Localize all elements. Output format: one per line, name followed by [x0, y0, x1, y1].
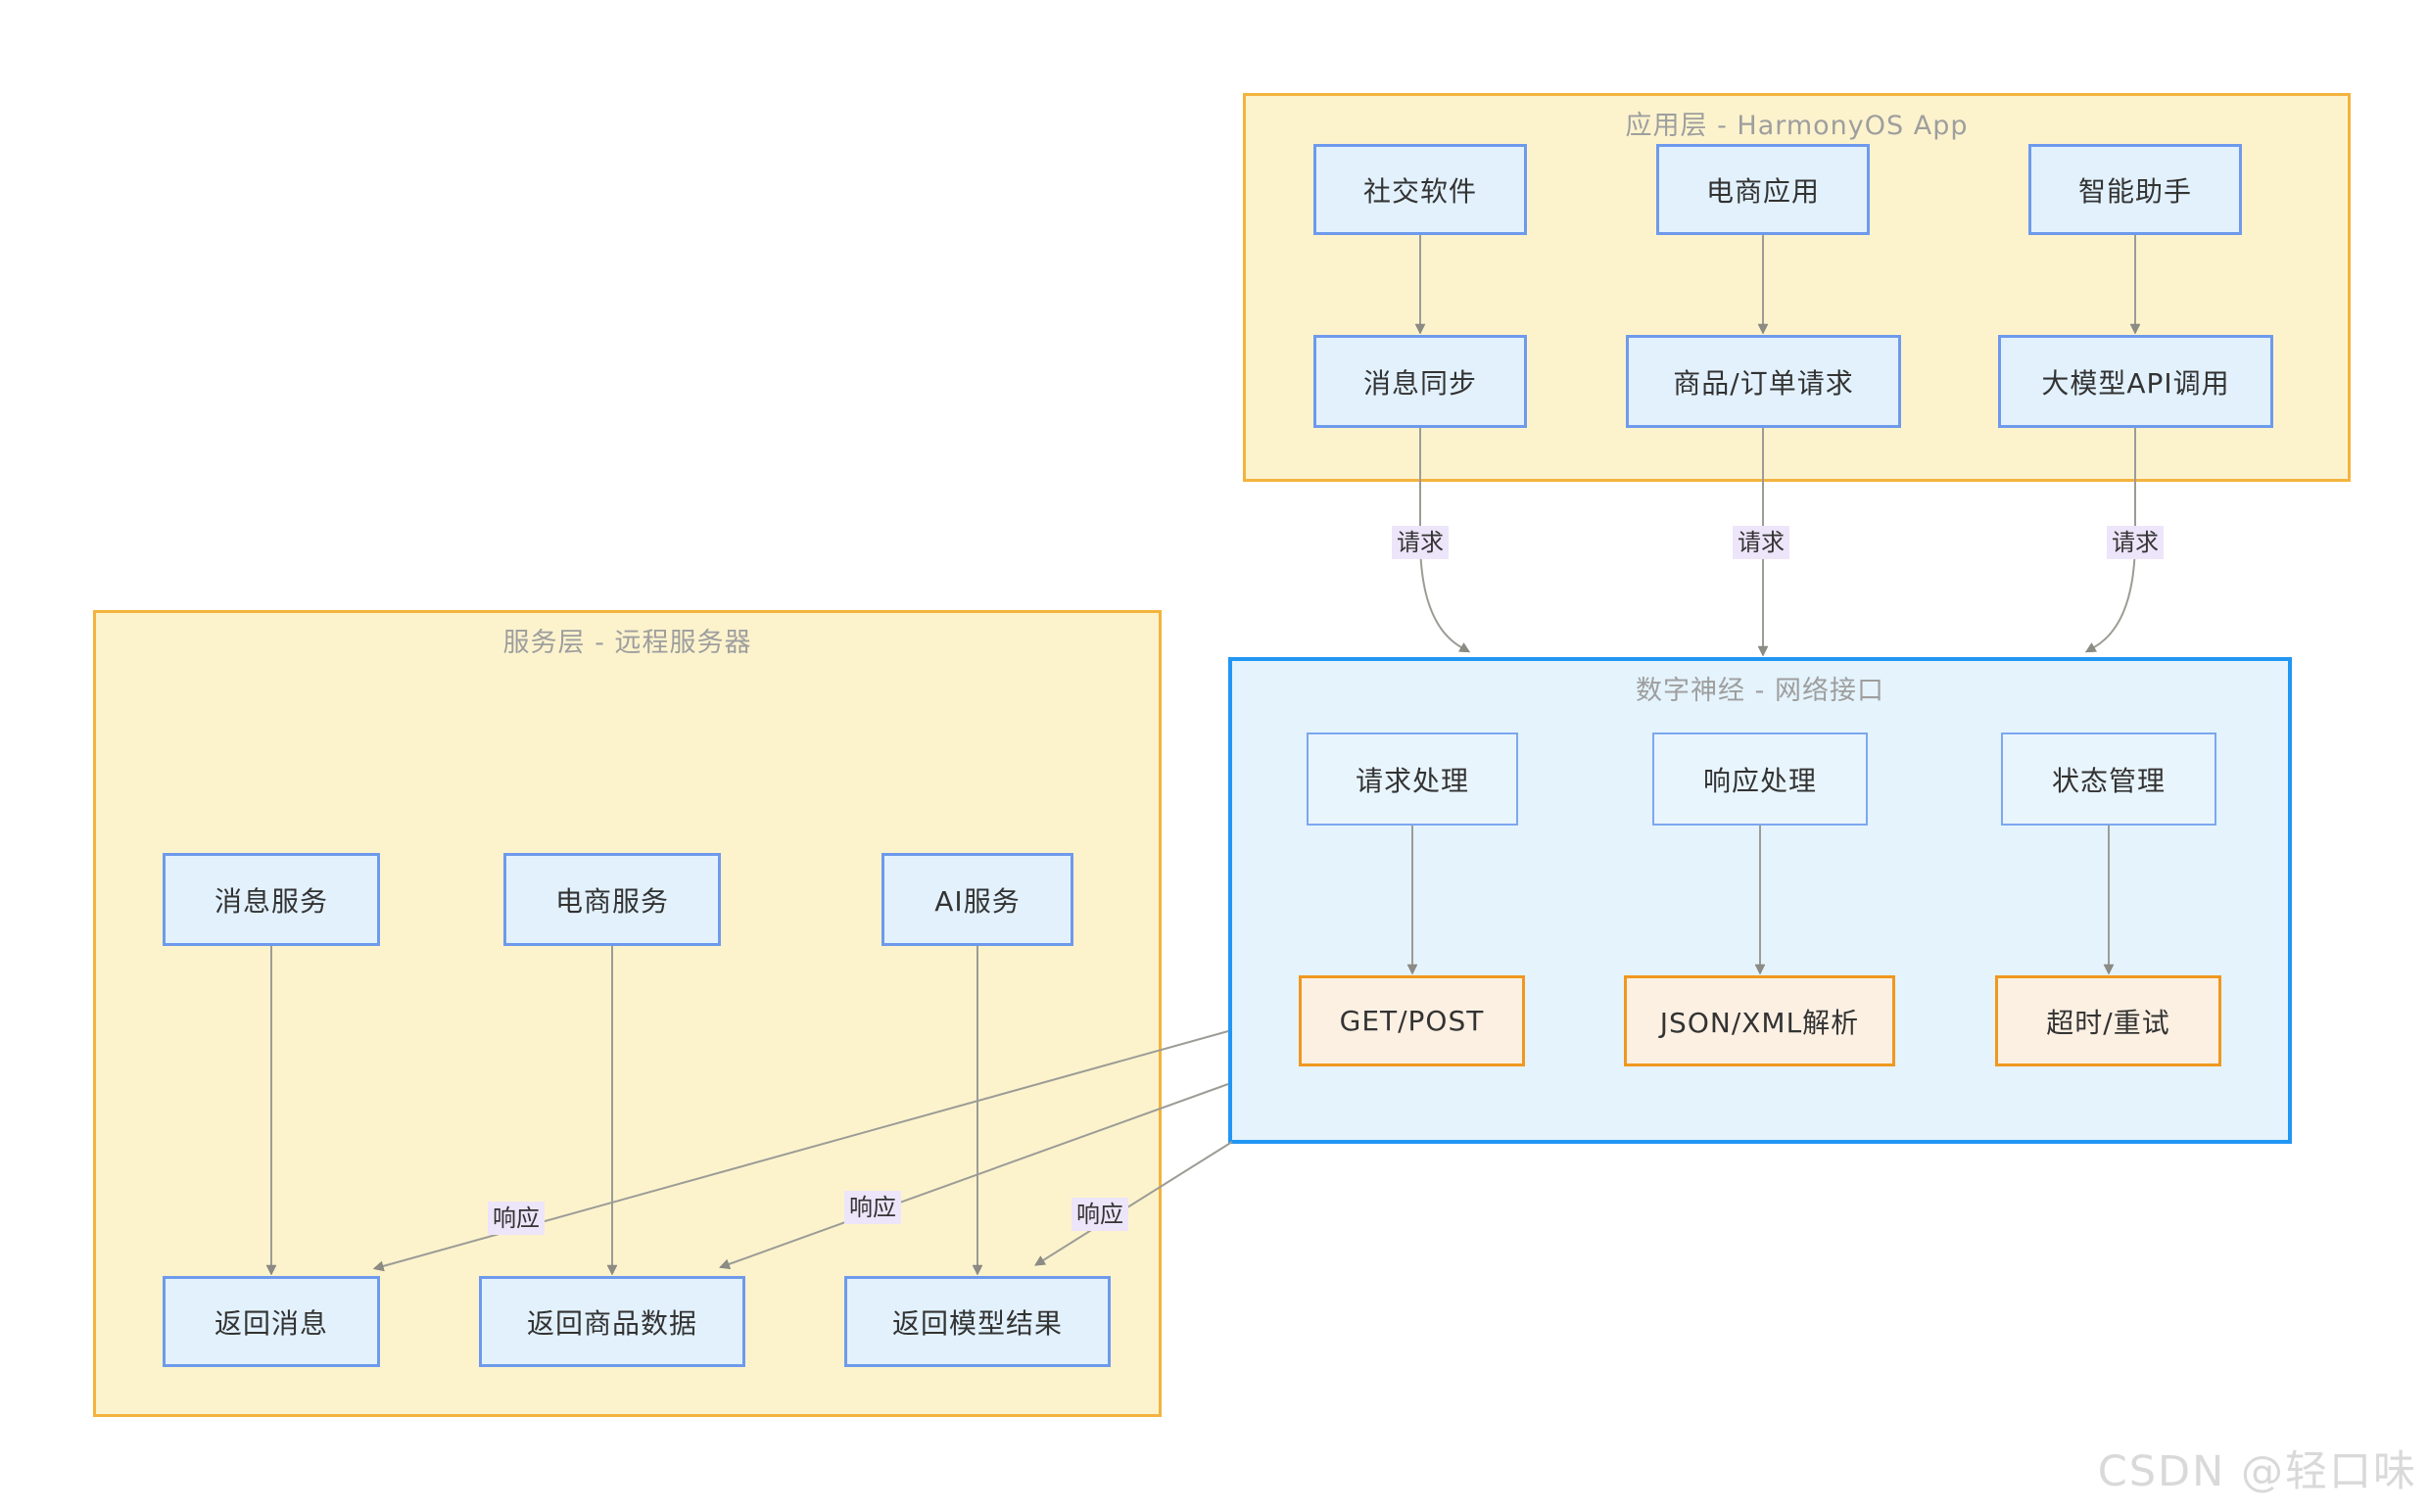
node-message-service: 消息服务: [163, 853, 380, 946]
node-ecommerce-app: 电商应用: [1656, 144, 1870, 235]
cluster-network-layer-title: 数字神经 - 网络接口: [1636, 676, 1884, 706]
node-llm-api-call: 大模型API调用: [1998, 335, 2273, 428]
edge-label-request-3: 请求: [2107, 526, 2164, 559]
node-return-message: 返回消息: [163, 1276, 380, 1367]
node-social-software: 社交软件: [1313, 144, 1527, 235]
node-json-xml-parsing: JSON/XML解析: [1624, 975, 1895, 1066]
node-timeout-retry: 超时/重试: [1995, 975, 2221, 1066]
node-return-model-result: 返回模型结果: [844, 1276, 1111, 1367]
edge-label-response-2: 响应: [844, 1191, 901, 1224]
node-smart-assistant: 智能助手: [2028, 144, 2242, 235]
cluster-service-layer-title: 服务层 - 远程服务器: [502, 628, 752, 658]
node-ecommerce-service: 电商服务: [503, 853, 721, 946]
cluster-app-layer-title: 应用层 - HarmonyOS App: [1625, 111, 1969, 141]
edge-label-response-1: 响应: [488, 1202, 545, 1235]
node-get-post: GET/POST: [1299, 975, 1525, 1066]
node-response-processing: 响应处理: [1652, 732, 1868, 826]
node-return-product-data: 返回商品数据: [479, 1276, 745, 1367]
node-request-processing: 请求处理: [1307, 732, 1518, 826]
edge-label-request-1: 请求: [1392, 526, 1449, 559]
node-ai-service: AI服务: [881, 853, 1073, 946]
csdn-watermark: CSDN @轻口味: [2097, 1447, 2417, 1496]
node-product-order-request: 商品/订单请求: [1626, 335, 1901, 428]
edge-label-response-3: 响应: [1072, 1198, 1128, 1231]
node-state-management: 状态管理: [2001, 732, 2216, 826]
node-message-sync: 消息同步: [1313, 335, 1527, 428]
edge-label-request-2: 请求: [1733, 526, 1789, 559]
cluster-network-layer: 数字神经 - 网络接口: [1228, 657, 2292, 1144]
